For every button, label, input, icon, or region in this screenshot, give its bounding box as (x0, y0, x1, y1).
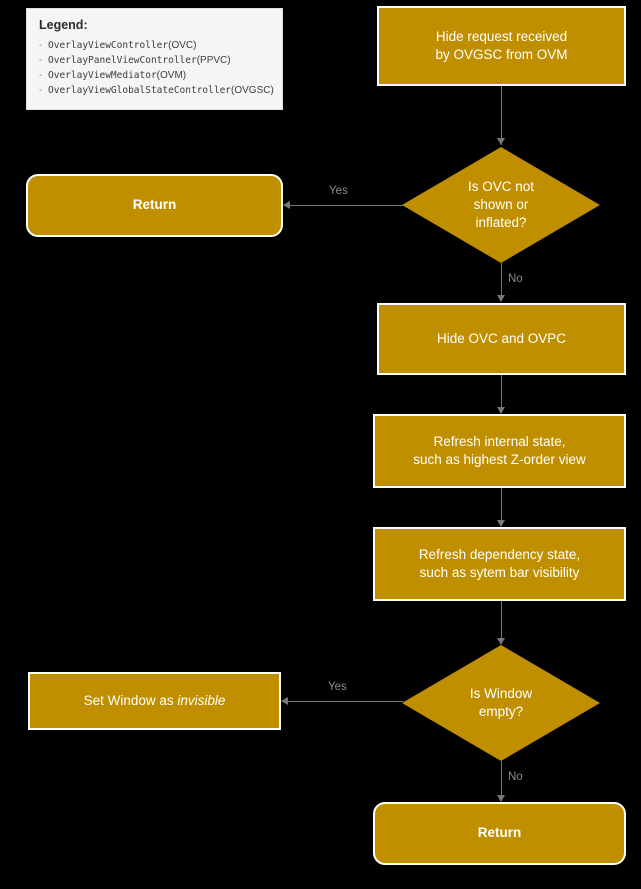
node-refresh-internal-state: Refresh internal state, such as highest … (373, 414, 626, 488)
legend-box: Legend: -OverlayViewController(OVC) -Ove… (26, 8, 283, 110)
legend-bullet: - (39, 84, 43, 96)
node-label-prefix: Set Window as (83, 692, 178, 708)
edge-label-no: No (508, 273, 523, 285)
node-label: Refresh dependency state, such as sytem … (418, 546, 581, 580)
legend-bullet: - (39, 69, 43, 81)
arrowhead-down-icon (497, 407, 505, 414)
node-label: Return (132, 197, 177, 213)
legend-abbreviation: (PPVC) (196, 54, 231, 66)
legend-class-name: OverlayViewGlobalStateController (48, 84, 232, 96)
legend-item: -OverlayViewMediator(OVM) (39, 68, 270, 83)
legend-bullet: - (39, 54, 43, 66)
edge-label-yes: Yes (329, 185, 348, 197)
arrowhead-left-icon (283, 201, 290, 209)
arrowhead-down-icon (497, 638, 505, 645)
node-label: Is Window empty? (469, 685, 533, 719)
node-label: Refresh internal state, such as highest … (413, 433, 586, 467)
node-decision-is-ovc-not-shown: Is OVC not shown or inflated? (402, 147, 600, 263)
edge-label-yes: Yes (328, 681, 347, 693)
node-label: Set Window as invisible (84, 692, 226, 710)
connector-dependency-to-decision-window (501, 601, 502, 644)
legend-abbreviation: (OVGSC) (231, 84, 274, 96)
legend-list: -OverlayViewController(OVC) -OverlayPane… (39, 38, 274, 98)
node-hide-ovc-and-ovpc: Hide OVC and OVPC (377, 303, 626, 375)
connector-hide-to-refresh-internal (501, 375, 502, 413)
node-label: Return (477, 825, 522, 841)
connector-decision-ovc-no (501, 263, 502, 301)
node-refresh-dependency-state: Refresh dependency state, such as sytem … (373, 527, 626, 601)
legend-item: -OverlayPanelViewController(PPVC) (39, 53, 270, 68)
legend-class-name: OverlayPanelViewController (48, 54, 197, 66)
edge-label-no: No (508, 771, 523, 783)
node-label-emphasis: invisible (177, 692, 226, 708)
arrowhead-down-icon (497, 295, 505, 302)
node-decision-is-window-empty: Is Window empty? (402, 645, 600, 761)
node-label: Hide OVC and OVPC (436, 330, 567, 346)
arrowhead-down-icon (497, 520, 505, 527)
node-return-top: Return (26, 174, 283, 237)
legend-class-name: OverlayViewMediator (48, 69, 157, 81)
arrowhead-down-icon (497, 138, 505, 145)
legend-abbreviation: (OVC) (168, 39, 197, 51)
connector-internal-to-dependency (501, 488, 502, 526)
connector-decision-window-no (501, 761, 502, 801)
legend-item: -OverlayViewGlobalStateController(OVGSC) (39, 83, 274, 98)
node-return-bottom: Return (373, 802, 626, 865)
legend-class-name: OverlayViewController (48, 39, 169, 51)
connector-start-to-decision-ovc (501, 86, 502, 145)
legend-bullet: - (39, 39, 43, 51)
node-set-window-invisible: Set Window as invisible (28, 672, 281, 730)
arrowhead-down-icon (497, 795, 505, 802)
legend-title: Legend: (39, 18, 88, 32)
node-label: Hide request received by OVGSC from OVM (435, 28, 568, 62)
legend-abbreviation: (OVM) (156, 69, 187, 81)
node-hide-request-received: Hide request received by OVGSC from OVM (377, 6, 626, 86)
connector-decision-ovc-yes (287, 205, 403, 206)
connector-decision-window-yes (285, 701, 403, 702)
node-label: Is OVC not shown or inflated? (467, 178, 535, 231)
arrowhead-left-icon (281, 697, 288, 705)
legend-item: -OverlayViewController(OVC) (39, 38, 270, 53)
